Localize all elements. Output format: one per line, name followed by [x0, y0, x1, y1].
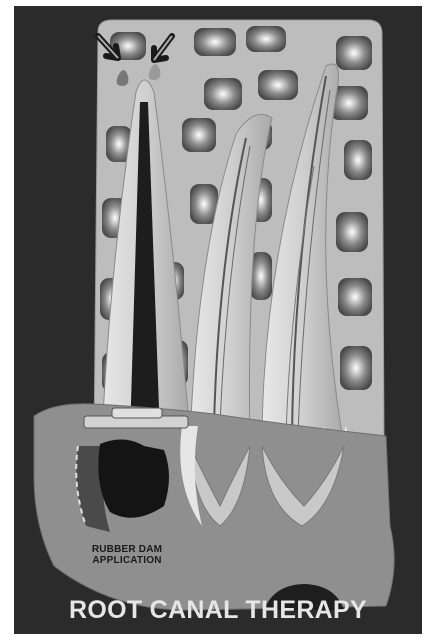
rubber-dam-label-line1: RUBBER DAM	[88, 544, 166, 555]
rubber-dam-label: RUBBER DAM APPLICATION	[88, 544, 166, 566]
tooth-cavity	[98, 439, 169, 517]
illustration-frame: RUBBER DAM APPLICATION ROOT CANAL THERAP…	[14, 6, 422, 634]
root-canal-illustration	[14, 6, 422, 634]
rubber-dam-label-line2: APPLICATION	[88, 555, 166, 566]
page-title: ROOT CANAL THERAPY	[14, 596, 422, 625]
